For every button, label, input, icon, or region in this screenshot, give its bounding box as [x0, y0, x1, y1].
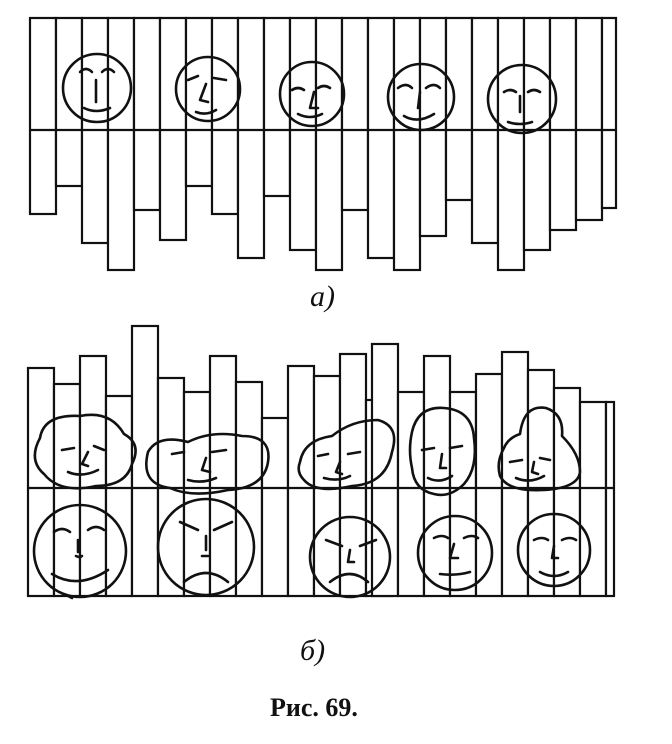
panel-b-upper-face-2	[145, 432, 270, 495]
figure-caption: Рис. 69.	[270, 693, 358, 722]
panel-b-lower-face-3	[308, 515, 392, 599]
panel-b-lower-face-1	[32, 503, 128, 600]
panel-b-upper-face-4	[408, 406, 477, 497]
panel-b-upper-face-1	[33, 413, 137, 490]
panel-a-strips	[28, 16, 618, 272]
panel-b-upper-face-3	[297, 418, 396, 491]
panel-b-label: б)	[300, 634, 325, 667]
panel-a-label: а)	[310, 280, 335, 313]
panel-b: б)	[26, 324, 616, 667]
panel-b-lower-face-2	[156, 497, 256, 597]
panel-a: а)	[28, 16, 618, 313]
panel-b-upper-face-5	[497, 406, 582, 492]
panel-b-strips	[26, 324, 616, 598]
panel-b-lower-face-5	[516, 512, 592, 588]
panel-a-face-4	[386, 62, 456, 132]
panel-a-face-5	[486, 63, 558, 135]
panel-a-face-1	[61, 52, 133, 124]
panel-a-face-3	[278, 60, 346, 128]
panel-a-face-2	[174, 55, 242, 123]
panel-b-lower-face-4	[416, 514, 494, 592]
